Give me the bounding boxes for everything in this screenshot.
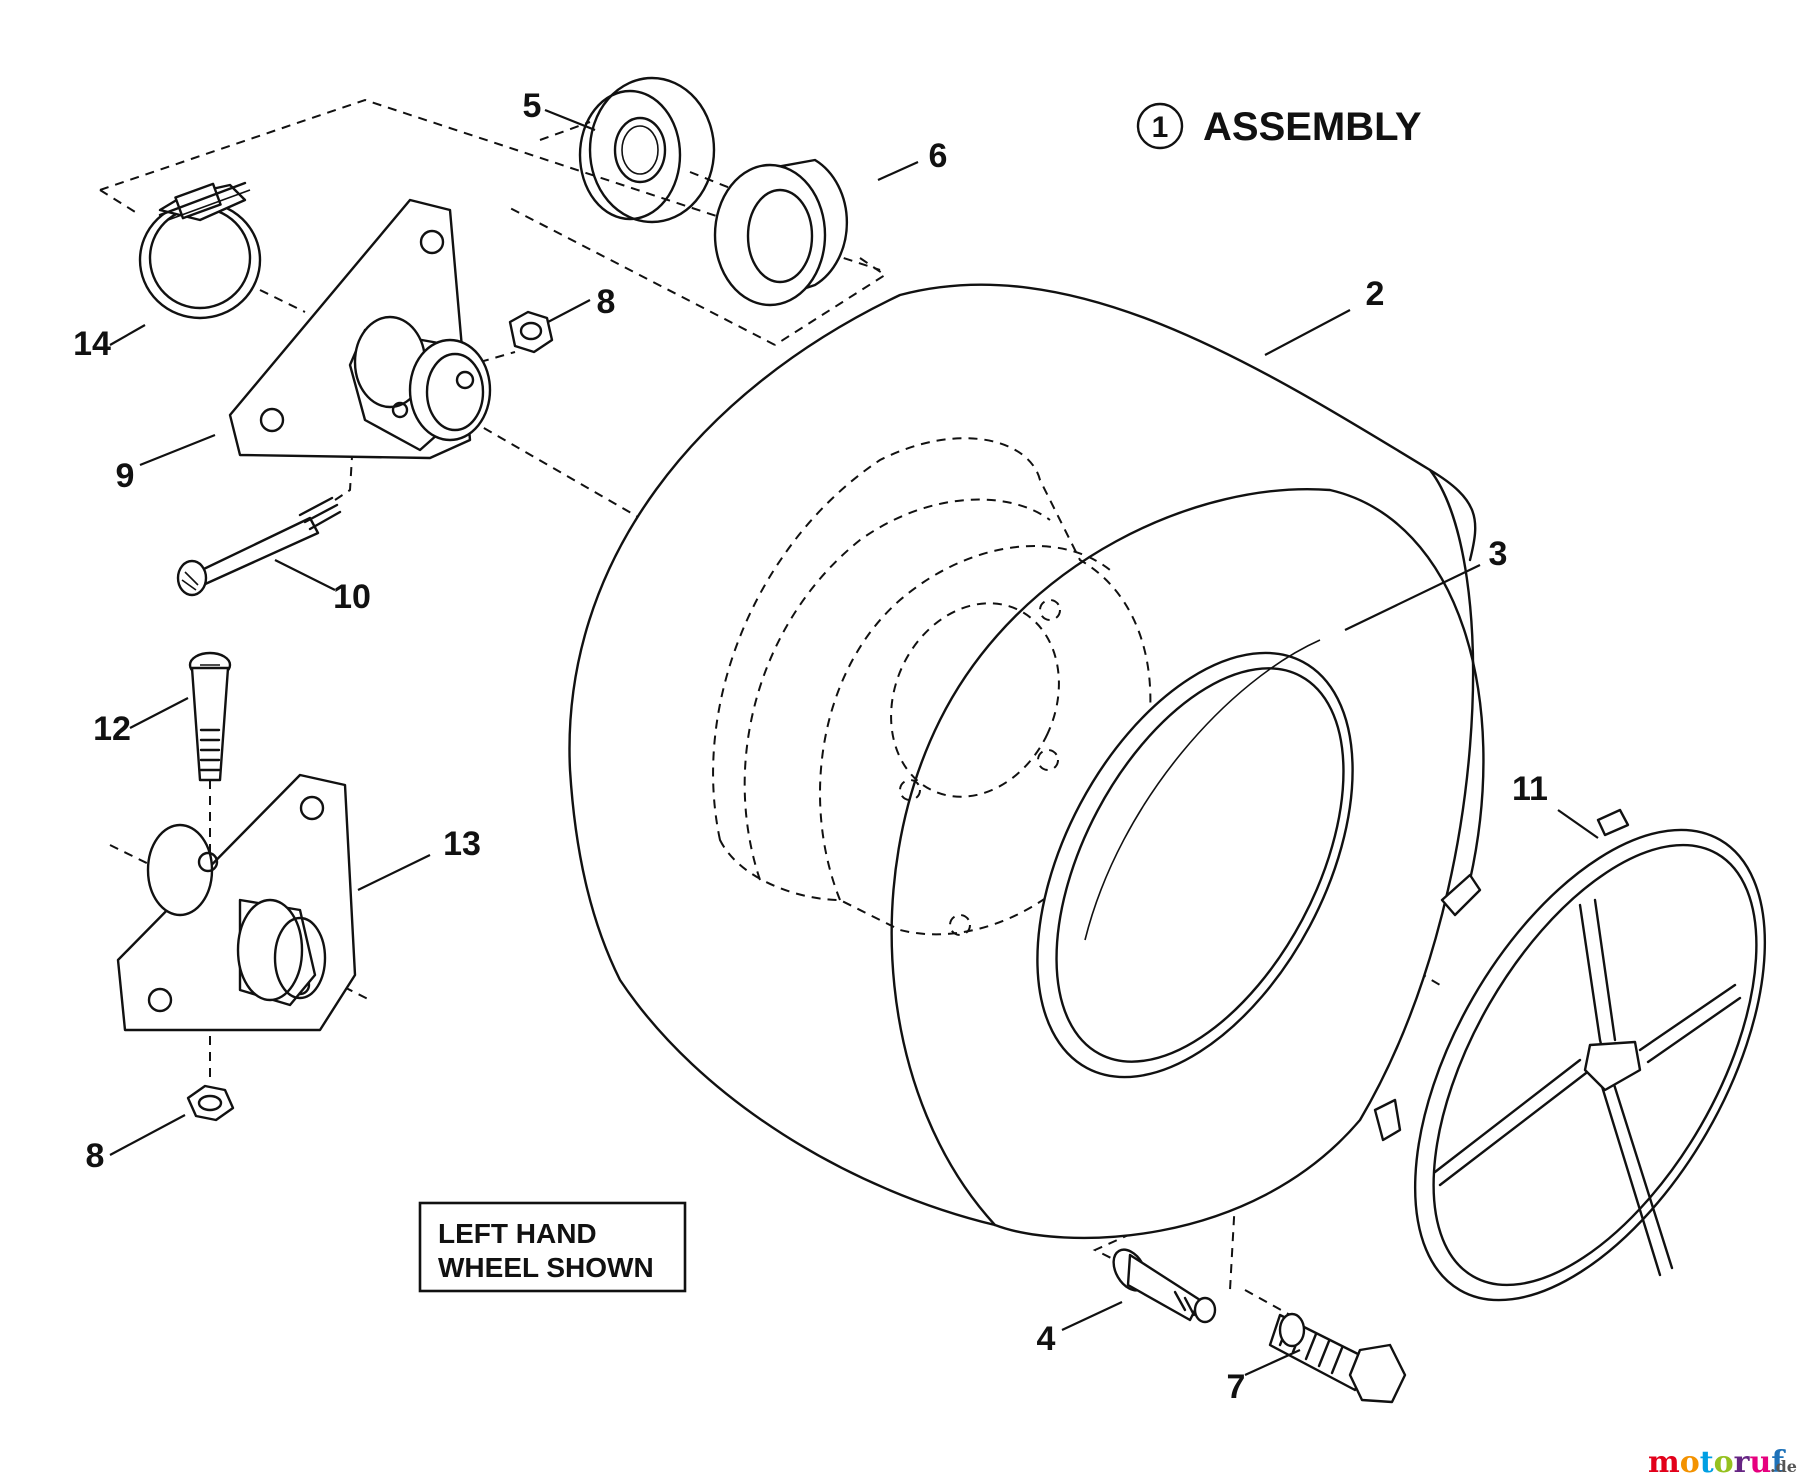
- callout-5: 5: [523, 87, 542, 125]
- hub-cap: [1373, 808, 1767, 1302]
- assembly-title: 1 ASSEMBLY: [1136, 102, 1422, 150]
- bushing-spacer: [713, 158, 849, 307]
- callout-9: 9: [116, 457, 135, 495]
- note-line-2: WHEEL SHOWN: [438, 1252, 654, 1283]
- watermark-letter: o: [1680, 1445, 1700, 1479]
- mounting-bolt: [188, 651, 232, 782]
- watermark-letter: m: [1648, 1445, 1680, 1479]
- lower-mounting-bracket: [116, 773, 357, 1032]
- note-box: LEFT HAND WHEEL SHOWN: [418, 1201, 687, 1293]
- watermark-suffix: .de: [1770, 1457, 1797, 1476]
- callout-numbers: 5 6 8 2 3 11 14 9 10 12 13 8 4 7: [73, 87, 1548, 1406]
- leader-lines: [109, 108, 1599, 1377]
- hose-clamp: [138, 181, 262, 320]
- watermark-brand: motoruf: [1648, 1445, 1786, 1479]
- callout-2: 2: [1366, 275, 1385, 313]
- callout-10: 10: [333, 578, 371, 616]
- watermark-letter: f: [1771, 1445, 1786, 1479]
- watermark-letter: o: [1714, 1445, 1734, 1479]
- assembly-callout-number: 1: [1152, 111, 1169, 144]
- wheel-bolt: [1268, 1312, 1407, 1404]
- assembly-label: ASSEMBLY: [1203, 105, 1422, 149]
- hex-nut-lower: [186, 1084, 235, 1122]
- watermark-letter: u: [1749, 1445, 1771, 1479]
- callout-8-lower: 8: [86, 1137, 105, 1175]
- callout-4: 4: [1037, 1320, 1056, 1358]
- pivot-pin: [176, 496, 342, 597]
- callout-11: 11: [1512, 770, 1548, 808]
- callout-12: 12: [93, 710, 131, 748]
- bearing: [578, 76, 716, 224]
- wheel-rim: [712, 437, 1354, 1079]
- callout-3: 3: [1489, 535, 1508, 573]
- watermark-letter: r: [1734, 1445, 1751, 1479]
- watermark-logo: motoruf .de: [1648, 1445, 1797, 1479]
- callout-14: 14: [73, 325, 111, 363]
- callout-6: 6: [929, 137, 948, 175]
- upper-mounting-bracket: [228, 198, 492, 460]
- hex-nut-upper: [508, 310, 554, 354]
- valve-stem: [1112, 1248, 1217, 1324]
- callout-7: 7: [1227, 1368, 1246, 1406]
- callout-13: 13: [443, 825, 481, 863]
- watermark-letter: t: [1700, 1445, 1714, 1479]
- callout-8-upper: 8: [597, 283, 616, 321]
- note-line-1: LEFT HAND: [438, 1218, 597, 1249]
